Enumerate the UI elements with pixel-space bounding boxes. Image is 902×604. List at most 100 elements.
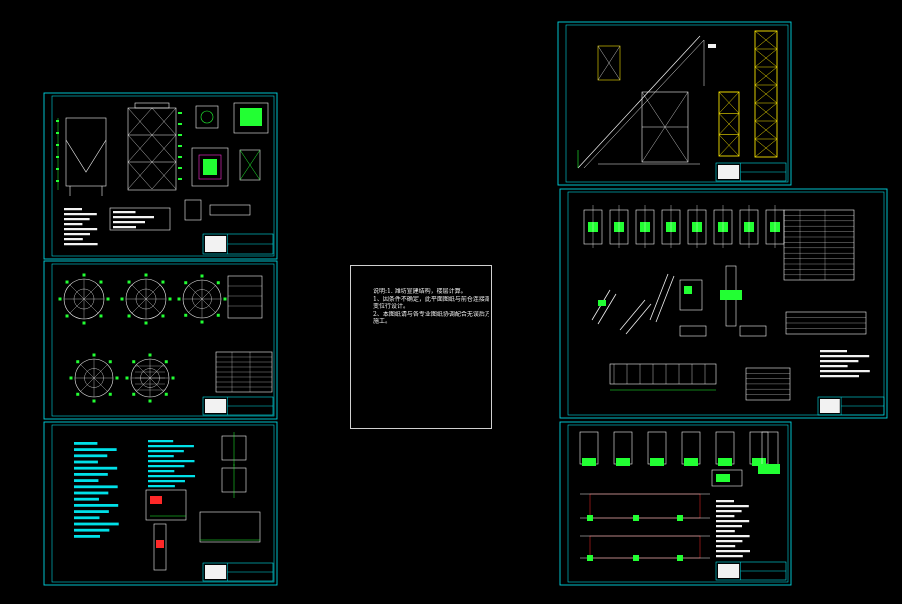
rect xyxy=(161,280,165,284)
rect xyxy=(720,290,742,300)
rect xyxy=(64,218,90,221)
rect xyxy=(200,320,204,324)
rect xyxy=(108,360,112,364)
rect xyxy=(567,424,789,583)
rect xyxy=(74,485,118,489)
rect xyxy=(113,211,136,214)
rect xyxy=(609,363,717,385)
rect xyxy=(559,188,888,419)
rect xyxy=(148,445,194,448)
rect xyxy=(74,466,118,470)
rect xyxy=(113,226,136,229)
rect xyxy=(783,209,855,281)
rect xyxy=(716,500,734,503)
rect xyxy=(115,376,119,380)
line xyxy=(597,45,621,81)
rect xyxy=(178,178,182,180)
line xyxy=(641,91,689,163)
rect xyxy=(148,455,174,458)
rect xyxy=(153,523,167,571)
rect xyxy=(92,399,96,403)
rect xyxy=(74,522,119,526)
line xyxy=(136,364,151,379)
rect xyxy=(200,274,204,278)
sheet-joint-details xyxy=(559,188,888,419)
rect xyxy=(51,263,275,417)
rect xyxy=(65,314,69,318)
sheet-plans-round xyxy=(43,260,278,420)
line xyxy=(136,377,151,392)
rect xyxy=(127,280,131,284)
rect xyxy=(684,458,698,466)
rect xyxy=(820,375,859,378)
line xyxy=(754,84,778,104)
sheet-trestle-conveyor xyxy=(557,21,792,186)
rect xyxy=(64,238,83,241)
rect xyxy=(120,297,124,301)
line xyxy=(625,303,652,335)
line xyxy=(619,299,646,331)
rect xyxy=(820,370,870,373)
rect xyxy=(178,145,182,147)
rect xyxy=(164,392,168,396)
line xyxy=(149,364,164,379)
rect xyxy=(716,520,750,523)
note-line-3: 变位行设计。 xyxy=(373,303,410,311)
rect xyxy=(51,424,275,583)
line xyxy=(655,275,675,323)
rect xyxy=(679,325,707,337)
line xyxy=(127,161,153,190)
rect xyxy=(708,44,716,48)
line xyxy=(201,298,216,313)
sheet-truss-frames xyxy=(559,421,792,586)
rect xyxy=(144,273,148,277)
line xyxy=(201,285,216,300)
line xyxy=(127,107,153,136)
rect xyxy=(65,117,107,187)
rect xyxy=(616,458,630,466)
rect xyxy=(587,555,593,561)
rect xyxy=(820,360,859,363)
rect xyxy=(711,469,743,487)
rect xyxy=(74,510,109,513)
rect xyxy=(677,515,683,521)
rect xyxy=(178,123,182,125)
note-line-5: 施工。 xyxy=(373,318,392,326)
rect xyxy=(125,376,129,380)
rect xyxy=(716,505,749,508)
rect xyxy=(716,545,736,548)
rect xyxy=(716,515,735,518)
rect xyxy=(74,473,108,476)
rect xyxy=(99,314,103,318)
rect xyxy=(56,144,59,146)
rect xyxy=(820,355,870,358)
rect xyxy=(148,475,196,478)
rect xyxy=(109,207,171,231)
rect xyxy=(148,465,185,468)
rect xyxy=(148,353,152,357)
rect xyxy=(716,474,730,482)
rect xyxy=(559,421,792,586)
rect xyxy=(74,535,100,538)
rect xyxy=(716,535,750,538)
rect xyxy=(148,399,152,403)
rect xyxy=(716,510,742,513)
line xyxy=(149,377,164,392)
rect xyxy=(216,281,220,285)
rect xyxy=(161,314,165,318)
sheet-elevation-left xyxy=(43,92,278,260)
rect xyxy=(227,275,263,319)
rect xyxy=(633,515,639,521)
rect xyxy=(56,120,59,122)
rect xyxy=(56,180,59,182)
rect xyxy=(184,281,188,285)
rect xyxy=(820,350,847,353)
rect xyxy=(582,458,596,466)
rect xyxy=(191,147,229,187)
rect xyxy=(127,107,177,191)
rect xyxy=(718,458,732,466)
rect xyxy=(108,392,112,396)
rect xyxy=(64,213,97,216)
rect xyxy=(589,535,701,559)
rect xyxy=(64,208,82,211)
